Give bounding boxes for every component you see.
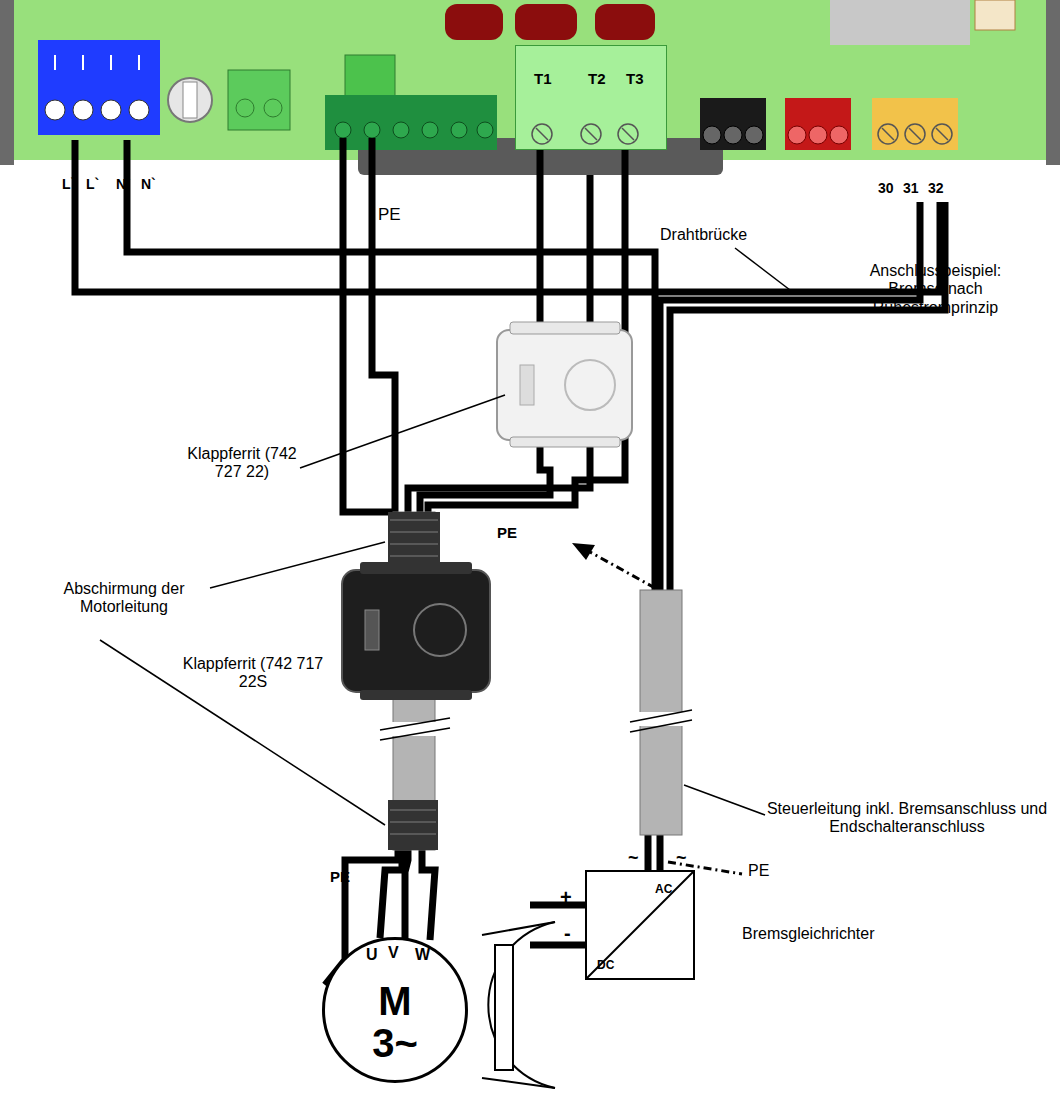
- terminal-label: T1: [534, 70, 552, 87]
- terminal-label: T3: [626, 70, 644, 87]
- phase-label: V: [388, 944, 399, 962]
- node-decoration: [516, 46, 668, 151]
- annotation: Drahtbrücke: [660, 226, 747, 244]
- annotation: L`: [62, 176, 75, 192]
- terminal-block: T1 T2 T3: [515, 45, 667, 150]
- annotation: Bremsgleichrichter: [742, 925, 874, 943]
- terminal-label: 32: [928, 180, 944, 196]
- terminal-label: T2: [588, 70, 606, 87]
- phase-label: U: [366, 946, 378, 964]
- terminal-label: 30: [878, 180, 894, 196]
- annotation: PE: [748, 862, 769, 880]
- annotation: ~: [628, 848, 639, 869]
- terminal-label: DC: [597, 958, 614, 972]
- annotation: +: [560, 886, 572, 909]
- annotation: -: [564, 922, 571, 945]
- terminal-label: 31: [903, 180, 919, 196]
- annotation: PE: [497, 524, 517, 541]
- annotation: Steuerleitung inkl. Bremsanschluss und E…: [762, 800, 1052, 837]
- annotation: N`: [116, 176, 131, 192]
- annotation: Klappferrit (742 727 22): [182, 445, 302, 482]
- annotation: Klappferrit (742 717 22S: [178, 655, 328, 692]
- annotation: L`: [86, 176, 99, 192]
- rectifier-box: AC DC: [585, 870, 695, 980]
- annotation: N`: [141, 176, 156, 192]
- annotation: PE: [378, 205, 401, 225]
- terminal-label: AC: [655, 882, 672, 896]
- terminal-block: 30 31 32: [872, 98, 958, 202]
- annotation: Abschirmung der Motorleitung: [38, 580, 210, 617]
- annotation: PE: [330, 868, 350, 885]
- annotation: Anschlussbeispiel: Bremse nach Ruhestrom…: [848, 262, 1023, 317]
- phase-label: W: [415, 946, 430, 964]
- annotation: ~: [676, 848, 687, 869]
- motor-symbol: M 3~: [372, 980, 418, 1064]
